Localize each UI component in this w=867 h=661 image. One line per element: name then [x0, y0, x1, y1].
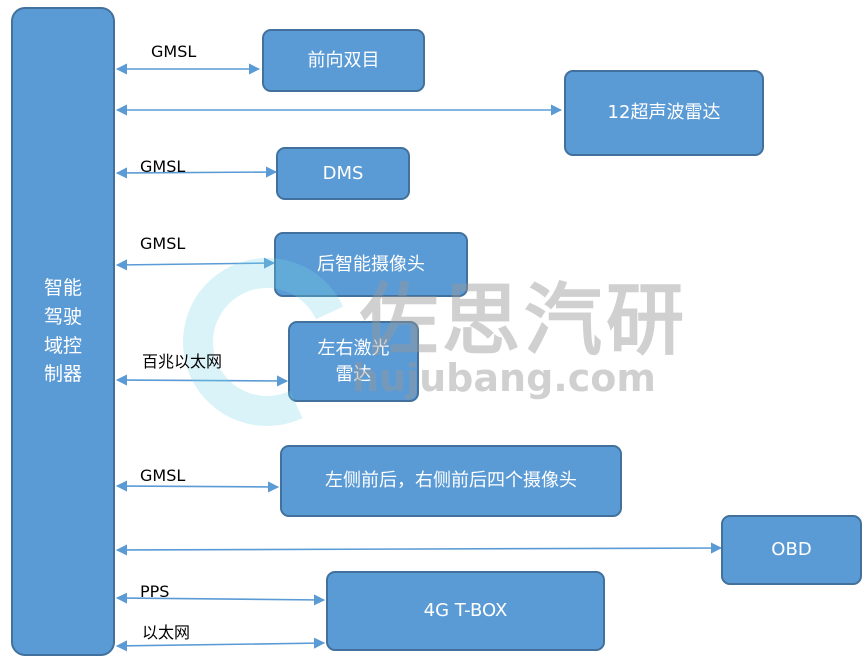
domain-controller-box: 智能 驾驶 域控 制器	[11, 7, 115, 656]
dms-label: DMS	[322, 162, 364, 184]
obd-box: OBD	[721, 515, 862, 585]
arrow-tbox-ethernet	[115, 637, 326, 652]
lidar-label-line-2: 雷达	[335, 363, 372, 385]
rear-camera-box: 后智能摄像头	[274, 232, 468, 297]
link-label-gmsl-dms: GMSL	[140, 157, 186, 176]
link-label-gmsl-side: GMSL	[140, 466, 186, 485]
arrow-rear-camera	[115, 257, 276, 271]
controller-line-2: 驾驶	[43, 305, 82, 328]
tbox-box: 4G T-BOX	[326, 571, 605, 651]
arrow-lidar	[115, 374, 289, 387]
obd-label: OBD	[771, 539, 812, 561]
controller-line-1: 智能	[43, 276, 82, 299]
front-binocular-label: 前向双目	[307, 49, 380, 71]
ultrasonic-radar-label: 12超声波雷达	[607, 102, 721, 124]
side-cameras-label: 左侧前后，右侧前后四个摄像头	[325, 470, 577, 492]
link-label-ethernet-tbox: 以太网	[142, 623, 191, 642]
side-cameras-box: 左侧前后，右侧前后四个摄像头	[280, 445, 622, 517]
front-binocular-box: 前向双目	[262, 29, 425, 92]
controller-line-4: 制器	[43, 363, 82, 386]
arrow-dms	[115, 166, 278, 179]
controller-line-3: 域控	[43, 334, 82, 357]
link-label-gmsl-rear: GMSL	[140, 234, 186, 253]
lidar-label-line-1: 左右激光	[317, 338, 390, 360]
link-label-pps: PPS	[140, 582, 170, 601]
link-label-gmsl-front: GMSL	[151, 42, 197, 61]
tbox-label: 4G T-BOX	[423, 600, 508, 622]
rear-camera-label: 后智能摄像头	[317, 253, 425, 275]
arrow-obd	[115, 542, 723, 556]
dms-box: DMS	[276, 147, 410, 200]
arrow-tbox-pps	[115, 592, 326, 606]
lidar-box: 左右激光 雷达	[288, 321, 419, 402]
ultrasonic-radar-box: 12超声波雷达	[564, 70, 764, 156]
arrow-side-cameras	[115, 480, 280, 493]
link-label-ethernet-lidar: 百兆以太网	[142, 352, 223, 371]
